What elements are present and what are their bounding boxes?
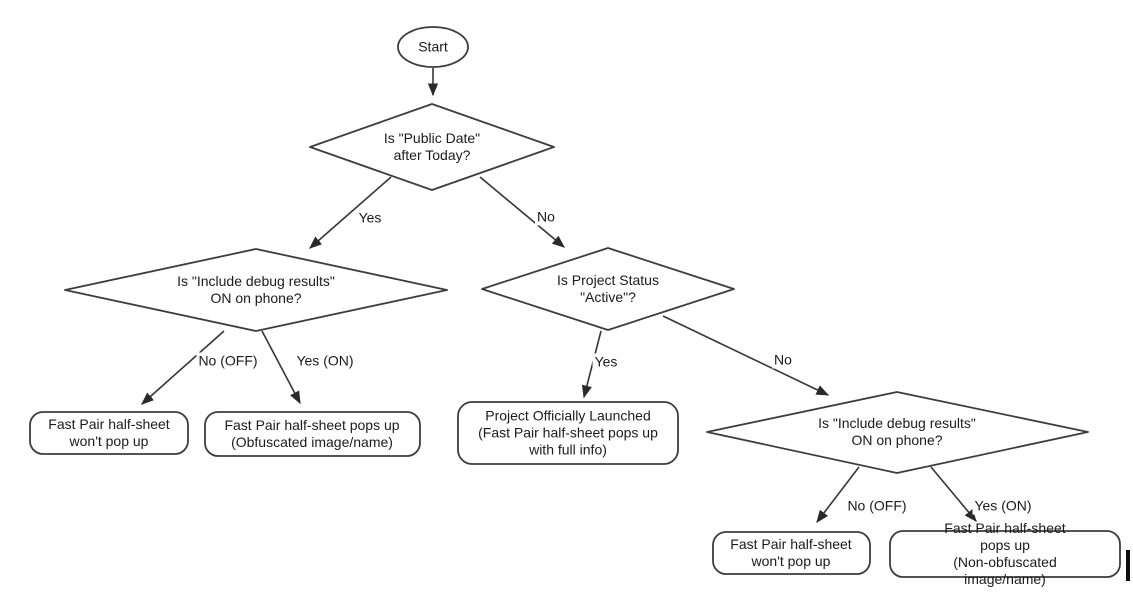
edge-label-d1-yes: Yes [356,209,384,227]
decision-public-date-label: Is "Public Date" after Today? [383,130,481,163]
edge-label-d3-yes: Yes [592,353,620,371]
edge-d3-yes [581,330,602,399]
node-result-obfuscated [204,411,421,457]
edge-d3-no [662,315,830,396]
decision-debug-right-label: Is "Include debug results" ON on phone? [818,415,976,448]
result-launched-label: Project Officially Launched (Fast Pair h… [478,407,658,458]
node-result-wont-pop-right [712,531,871,575]
decision-debug-left-label: Is "Include debug results" ON on phone? [177,273,335,306]
node-start [397,26,469,68]
edge-label-d1-no: No [535,208,557,226]
edge-d4-no [816,466,860,524]
edge-d2-yes [261,330,301,405]
node-result-non-obfuscated [889,530,1121,578]
result-wont-pop-left-label: Fast Pair half-sheet won't pop up [48,416,170,449]
node-result-wont-pop-left [29,411,189,455]
result-non-obfuscated-label: Fast Pair half-sheet pops up (Non-obfusc… [944,520,1066,587]
edge-d1-no [479,176,565,248]
node-decision-project-status [481,247,735,331]
edge-d2-no [141,330,225,405]
node-result-launched [457,401,679,465]
decision-project-status-label: Is Project Status "Active"? [557,272,659,305]
edge-label-d3-no: No [772,351,794,369]
edge-d4-yes [930,466,977,522]
node-decision-public-date [309,103,555,191]
text-cursor-artifact [1126,550,1130,581]
result-obfuscated-label: Fast Pair half-sheet pops up (Obfuscated… [224,417,400,450]
result-wont-pop-right-label: Fast Pair half-sheet won't pop up [730,536,852,569]
edge-label-d4-no: No (OFF) [845,497,909,515]
edge-label-d2-yes: Yes (ON) [294,352,356,370]
node-decision-debug-right [706,391,1089,474]
node-decision-debug-left [64,248,448,332]
start-label: Start [418,38,448,55]
edge-label-d4-yes: Yes (ON) [972,497,1034,515]
edge-d1-yes [309,176,392,249]
edge-label-d2-no: No (OFF) [196,352,260,370]
